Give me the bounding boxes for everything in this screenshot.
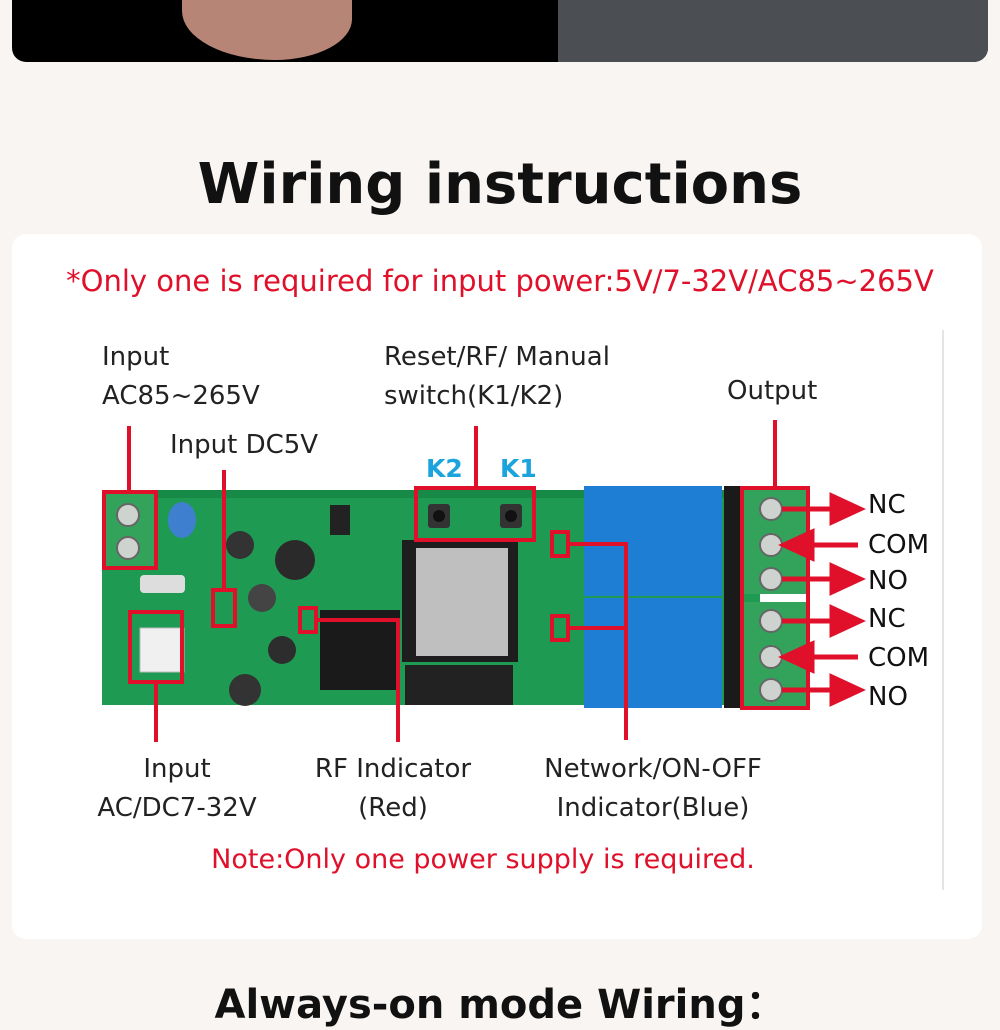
next-section-title: Always-on mode Wiring： xyxy=(214,982,786,1028)
relay-1 xyxy=(584,486,722,596)
section-title: Wiring instructions xyxy=(197,152,803,217)
input-ac-label: Input AC85~265V xyxy=(102,342,260,411)
power-supply-note: Note:Only one power supply is required. xyxy=(211,844,755,875)
terminal-com-1: COM xyxy=(868,530,930,560)
terminal-nc-2: NC xyxy=(868,604,906,634)
terminal-com-2: COM xyxy=(868,643,930,673)
k2-label: K2 xyxy=(426,454,463,483)
output-label: Output xyxy=(727,376,818,406)
input-acdc-label: Input AC/DC7-32V xyxy=(97,754,257,823)
terminal-no-2: NO xyxy=(868,682,908,712)
wiring-diagram xyxy=(102,420,866,742)
product-photo-strip xyxy=(12,0,988,62)
card-divider xyxy=(942,330,944,890)
input-dc5v-label: Input DC5V xyxy=(170,430,319,460)
reset-switch-label: Reset/RF/ Manual switch(K1/K2) xyxy=(384,342,610,411)
terminal-nc-1: NC xyxy=(868,490,906,520)
k1-label: K1 xyxy=(500,454,537,483)
relay-2 xyxy=(584,598,722,708)
rf-indicator-label: RF Indicator (Red) xyxy=(314,754,472,823)
photo-background xyxy=(558,0,988,62)
power-requirement-note: *Only one is required for input power:5V… xyxy=(66,264,934,298)
terminal-no-1: NO xyxy=(868,566,908,596)
network-indicator-label: Network/ON-OFF Indicator(Blue) xyxy=(544,754,762,823)
